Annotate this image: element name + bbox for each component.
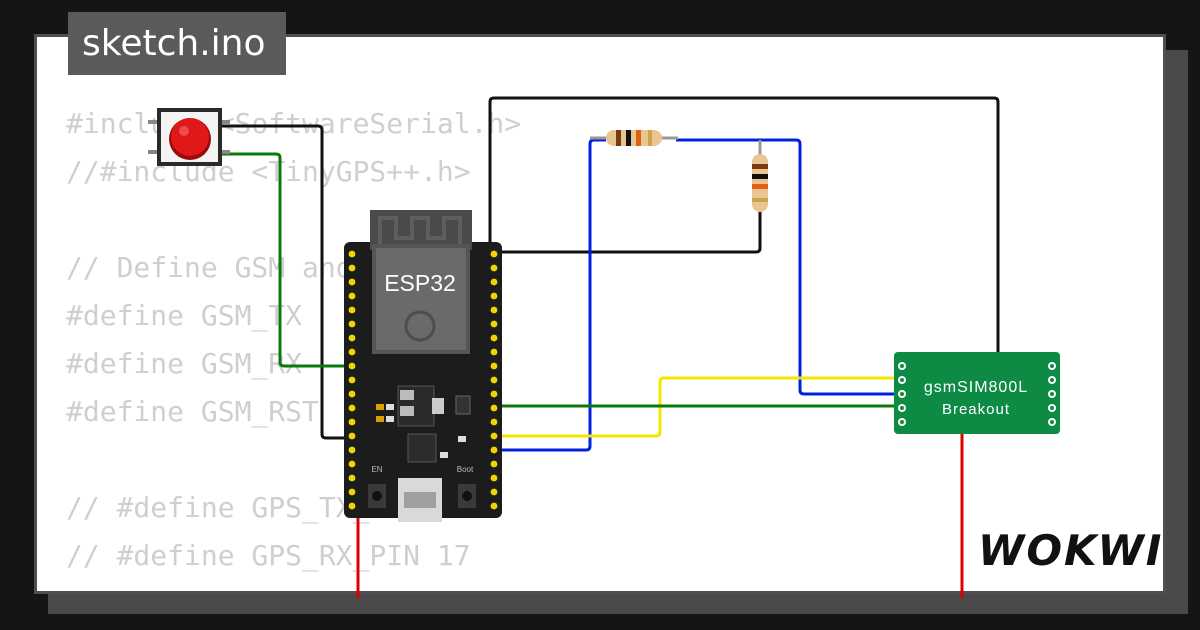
wire-blue-right xyxy=(676,138,902,396)
code-background: #include <SoftwareSerial.h> //#include <… xyxy=(66,100,521,580)
esp32-label: ESP32 xyxy=(384,270,456,296)
resistor-vertical[interactable] xyxy=(752,140,768,212)
wire-green-button xyxy=(222,152,490,368)
gsm-sublabel: Breakout xyxy=(942,401,1010,418)
wire-black-resistor xyxy=(490,212,762,254)
gsm-label: gsmSIM800L xyxy=(924,379,1028,396)
code-line: #define GSM_RX xyxy=(66,347,303,380)
boot-label: Boot xyxy=(457,465,474,474)
wokwi-logo: WOKWI xyxy=(978,526,1164,575)
esp32-board[interactable]: ESP32 EN Boot xyxy=(344,210,502,522)
resistor-horizontal[interactable] xyxy=(590,130,678,146)
en-label: EN xyxy=(371,465,382,474)
wire-green-gsm xyxy=(488,404,902,422)
wire-blue-left xyxy=(490,138,606,452)
code-line: // #define GPS_RX_PIN 17 xyxy=(66,539,471,572)
wire-black-button xyxy=(222,124,358,440)
code-line: #define GSM_RST xyxy=(66,395,319,428)
gsm-module[interactable]: gsmSIM800L Breakout xyxy=(894,352,1060,434)
code-line: #define GSM_TX xyxy=(66,299,303,332)
pushbutton[interactable] xyxy=(148,108,230,166)
sketch-title: sketch.ino xyxy=(68,12,286,75)
